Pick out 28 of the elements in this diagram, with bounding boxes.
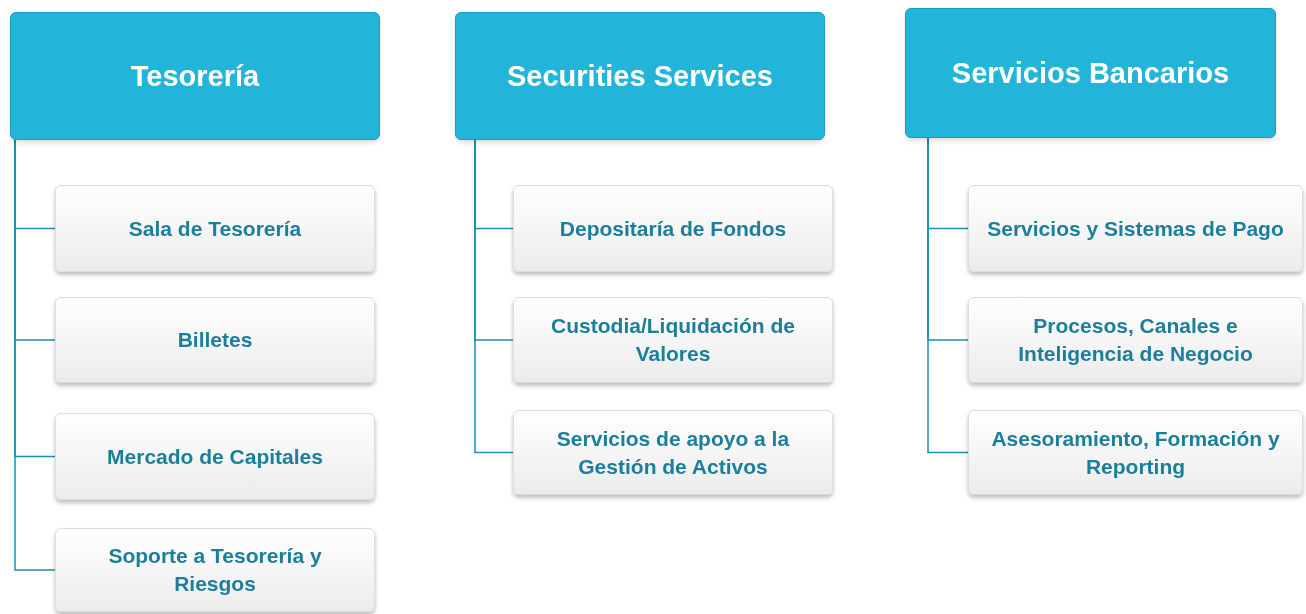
header-text: Tesorería <box>130 59 260 93</box>
item-box <box>55 413 375 500</box>
category-header-box <box>905 8 1276 138</box>
header-text: Securities Services <box>507 59 773 93</box>
item-text: Servicios y Sistemas de Pago <box>987 215 1284 242</box>
category-header-box <box>455 12 825 140</box>
item-text: Servicios de apoyo a la Gestión de Activos <box>555 425 791 480</box>
connector-line <box>927 137 969 454</box>
header-text: Servicios Bancarios <box>951 56 1230 90</box>
item-text: Custodia/Liquidación de Valores <box>550 313 796 367</box>
item-text: Asesoramiento, Formación y Reporting <box>990 425 1281 480</box>
item-text: Sala de Tesorería <box>128 215 302 242</box>
item-text: Depositaría de Fondos <box>559 215 787 242</box>
item-box <box>513 297 833 383</box>
item-box <box>513 410 833 495</box>
category-header-box <box>10 12 380 140</box>
item-text: Procesos, Canales e Inteligencia de Negocio <box>1017 313 1254 367</box>
item-text: Soporte a Tesorería y Riesgos <box>107 543 323 597</box>
item-box <box>55 297 375 383</box>
item-box <box>968 410 1303 495</box>
item-box <box>55 528 375 612</box>
item-box <box>968 185 1303 272</box>
item-box <box>513 185 833 272</box>
item-box <box>55 185 375 272</box>
item-text: Mercado de Capitales <box>107 443 323 470</box>
connector-line <box>474 139 514 454</box>
item-box <box>968 297 1303 383</box>
item-text: Billetes <box>177 327 253 353</box>
